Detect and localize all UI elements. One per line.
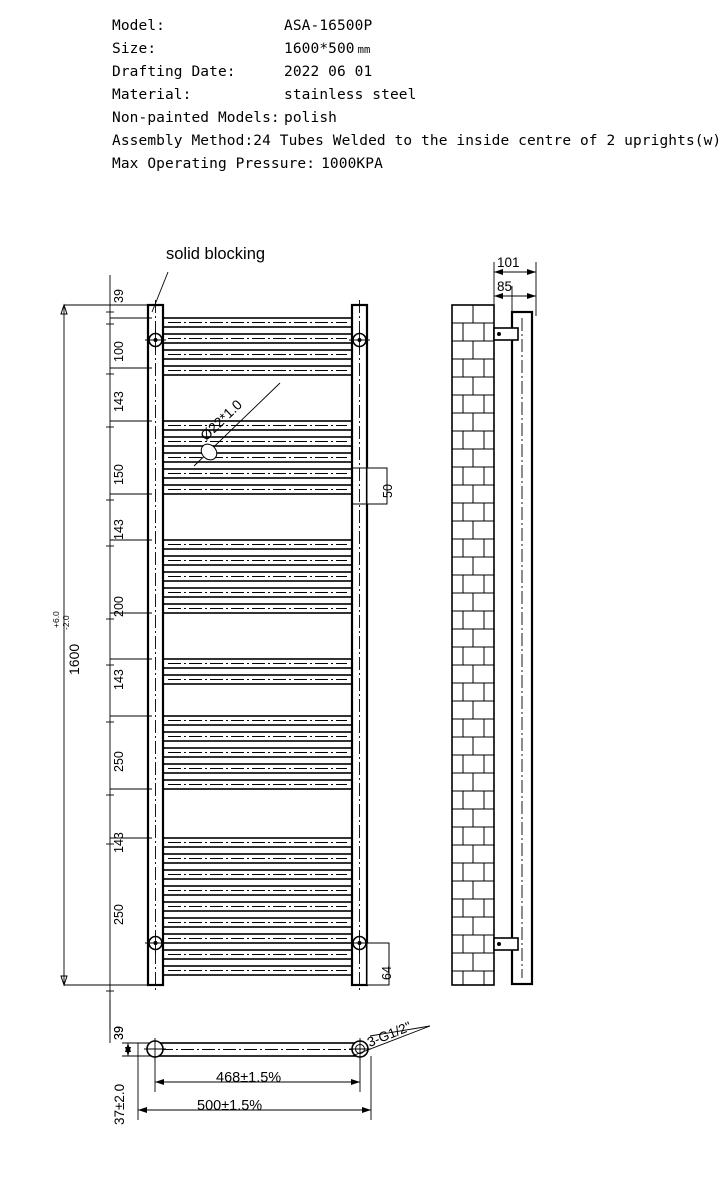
dim-chain-label-5: 200 — [112, 596, 126, 617]
tube-spec-leader — [193, 382, 281, 467]
dim-chain-label-4: 143 — [112, 519, 126, 540]
spec-label-drafting-date: Drafting Date: — [112, 64, 236, 80]
label-side-dim-85: 85 — [497, 279, 513, 294]
spec-label-max-operating-pressure: Max Operating Pressure: — [112, 156, 316, 172]
dim-chain-label-0: 39 — [112, 289, 126, 303]
upright-right — [350, 300, 369, 992]
label-bottom-offset-39: 39 — [112, 1026, 126, 1040]
tube-group-g — [162, 869, 353, 976]
tube-group-d — [162, 658, 353, 685]
label-side-dim-101: 101 — [497, 255, 520, 270]
bracket-marker-bottom-left — [145, 933, 166, 953]
tube-group-b — [162, 420, 353, 495]
bottom-view — [109, 1000, 431, 1120]
side-bracket-top — [493, 327, 519, 341]
brick-wall — [451, 304, 495, 986]
label-solid-blocking: solid blocking — [166, 245, 266, 263]
label-overall-height: 1600 — [66, 643, 82, 675]
label-tube-pitch-50: 50 — [381, 484, 395, 498]
side-rail-profile — [510, 310, 534, 986]
upright-left — [146, 300, 165, 992]
dim-chain-label-3: 150 — [112, 464, 126, 485]
spec-row-assembly-method: Assembly Method: 24 Tubes Welded to the … — [112, 133, 720, 156]
spec-row-non-painted-models: Non-painted Models: polish — [112, 110, 712, 133]
spec-value-max-operating-pressure: 1000KPA — [321, 156, 383, 172]
front-view — [60, 271, 390, 1030]
tube-group-f — [162, 837, 353, 864]
spec-value-material: stainless steel — [284, 87, 417, 103]
spec-label-assembly-method: Assembly Method: — [112, 133, 254, 149]
spec-label-model: Model: — [112, 18, 165, 34]
spec-value-non-painted-models: polish — [284, 110, 337, 126]
thread-callout-leader — [351, 1025, 431, 1057]
tube-group-e — [162, 715, 353, 790]
spec-value-drafting-date: 2022 06 01 — [284, 64, 373, 80]
bottom-dimension-37 — [122, 1042, 150, 1057]
dimension-chain — [106, 275, 152, 1030]
bottom-dimension-468 — [154, 1056, 361, 1092]
label-overall-height-tol-upper: +6.0 — [51, 611, 61, 628]
spec-value-model: ASA-16500P — [284, 18, 373, 34]
label-bottom-offset-64: 64 — [380, 966, 394, 980]
side-dimension-85 — [494, 286, 536, 316]
spec-row-size: Size: 1600*500 mm — [112, 41, 712, 64]
tube-group-c — [162, 539, 353, 614]
spec-label-size: Size: — [112, 41, 157, 57]
dim-chain-label-7: 250 — [112, 751, 126, 772]
tube-stack — [162, 317, 353, 976]
spec-row-material: Material: stainless steel — [112, 87, 712, 110]
bottom-offset-box — [352, 942, 390, 986]
spec-row-model: Model: ASA-16500P — [112, 18, 712, 41]
dim-chain-label-8: 143 — [112, 832, 126, 853]
label-bottom-dim-37: 37±2.0 — [112, 1083, 127, 1125]
spec-unit-size: mm — [357, 44, 371, 56]
label-bottom-dim-500: 500±1.5% — [197, 1098, 263, 1114]
dim-chain-label-2: 143 — [112, 391, 126, 412]
bracket-marker-top-left — [145, 330, 166, 350]
spec-label-non-painted-models: Non-painted Models: — [112, 110, 280, 126]
bracket-marker-top-right — [349, 330, 370, 350]
side-view — [451, 262, 537, 986]
solid-blocking-leader — [151, 271, 169, 313]
side-bracket-bottom — [493, 937, 519, 951]
tube-group-a — [162, 317, 353, 376]
dim-chain-label-9: 250 — [112, 904, 126, 925]
dim-chain-label-6: 143 — [112, 669, 126, 690]
spec-label-material: Material: — [112, 87, 192, 103]
label-bottom-dim-468: 468±1.5% — [216, 1070, 282, 1086]
spec-value-size: 1600*500 — [284, 41, 355, 57]
specification-block: Model: ASA-16500P Size: 1600*500 mm Draf… — [112, 18, 720, 179]
dim-chain-label-1: 100 — [112, 341, 126, 362]
tube-pitch-box — [352, 467, 388, 505]
spec-value-assembly-method: 24 Tubes Welded to the inside centre of … — [253, 133, 720, 149]
spec-row-max-operating-pressure: Max Operating Pressure: 1000KPA — [112, 156, 712, 179]
spec-row-drafting-date: Drafting Date: 2022 06 01 — [112, 64, 712, 87]
label-overall-height-tol-lower: -2.0 — [61, 615, 71, 630]
